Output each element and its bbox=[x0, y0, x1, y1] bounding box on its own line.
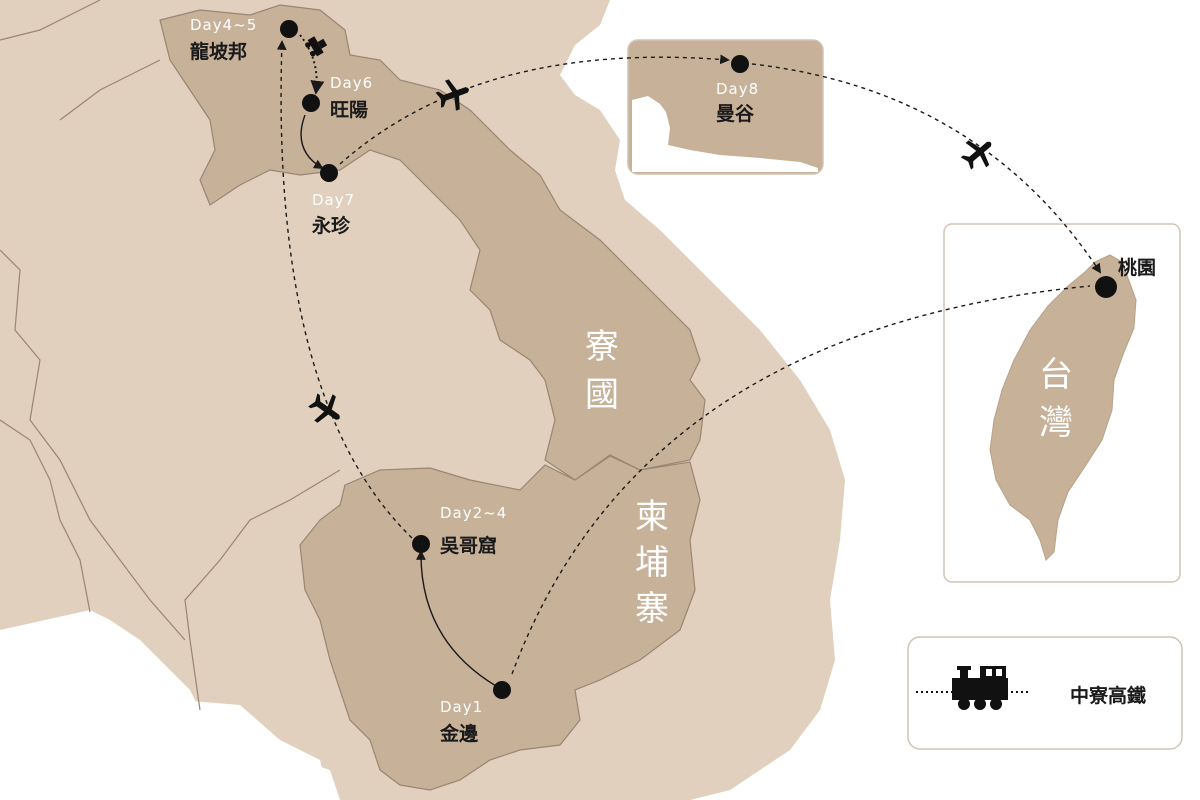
cambodia-shape bbox=[299, 455, 701, 791]
country-borders bbox=[0, 0, 341, 711]
legend-label: 中寮高鐵 bbox=[1070, 684, 1146, 707]
day-label-phnompenh: Day1 bbox=[440, 698, 483, 716]
taiwan-char-1: 台 bbox=[1039, 355, 1073, 395]
country-label-taiwan: 台灣 bbox=[1039, 355, 1073, 443]
city-label-phnompenh: 金邊 bbox=[439, 722, 479, 745]
stop-dot-phnompenh bbox=[493, 681, 511, 699]
taiwan-inset bbox=[943, 223, 1181, 583]
city-label-vangvieng: 旺陽 bbox=[330, 99, 368, 121]
taiwan-shape bbox=[989, 254, 1137, 561]
route-luangprabang-vangvieng bbox=[299, 34, 325, 95]
laos-char-1: 寮 bbox=[585, 327, 619, 367]
route-bangkok-taoyuan bbox=[751, 63, 1102, 274]
country-label-laos: 寮國 bbox=[585, 327, 619, 415]
stop-dot-vientiane bbox=[320, 164, 338, 182]
route-siemreap-luangprabang bbox=[276, 40, 413, 539]
city-label-siemreap: 吳哥窟 bbox=[440, 534, 497, 557]
stop-dot-siemreap bbox=[412, 535, 430, 553]
stop-dot-vangvieng bbox=[302, 94, 320, 112]
country-label-cambodia: 柬埔寨 bbox=[635, 497, 669, 629]
taiwan-char-2: 灣 bbox=[1039, 403, 1073, 443]
andaman-sea bbox=[0, 612, 130, 800]
day-label-vangvieng: Day6 bbox=[330, 74, 373, 92]
stop-dot-luangprabang bbox=[280, 20, 298, 38]
laos-shape bbox=[159, 4, 706, 481]
day-label-vientiane: Day7 bbox=[312, 191, 355, 209]
gulf-of-thailand bbox=[150, 700, 330, 800]
stop-markers bbox=[280, 20, 1117, 699]
route-phnompenh-taoyuan bbox=[511, 285, 1091, 675]
laos-char-2: 國 bbox=[585, 375, 619, 415]
city-label-vientiane: 永珍 bbox=[311, 214, 351, 237]
bangkok-inset bbox=[627, 39, 824, 175]
stop-dot-taoyuan bbox=[1095, 276, 1117, 298]
city-label-taoyuan: 桃園 bbox=[1118, 256, 1156, 279]
route-phnompenh-siemreap bbox=[416, 550, 497, 687]
day-label-siemreap: Day2~4 bbox=[440, 504, 507, 522]
city-label-bangkok: 曼谷 bbox=[716, 103, 755, 125]
stop-dot-bangkok bbox=[731, 55, 749, 73]
day-label-luangprabang: Day4~5 bbox=[190, 16, 257, 34]
routes bbox=[276, 34, 1102, 687]
cambodia-char-1: 柬 bbox=[635, 497, 669, 537]
plane-icon bbox=[955, 130, 1002, 176]
day-label-bangkok: Day8 bbox=[716, 80, 759, 98]
city-label-luangprabang: 龍坡邦 bbox=[190, 40, 247, 63]
cambodia-char-3: 寨 bbox=[635, 589, 669, 629]
legend: 中寮高鐵 bbox=[907, 636, 1183, 750]
route-vangvieng-vientiane bbox=[300, 114, 324, 170]
train-icon bbox=[952, 666, 1008, 710]
route-vientiane-bangkok bbox=[339, 54, 730, 165]
cambodia-char-2: 埔 bbox=[635, 543, 669, 583]
train-icon bbox=[305, 36, 328, 57]
